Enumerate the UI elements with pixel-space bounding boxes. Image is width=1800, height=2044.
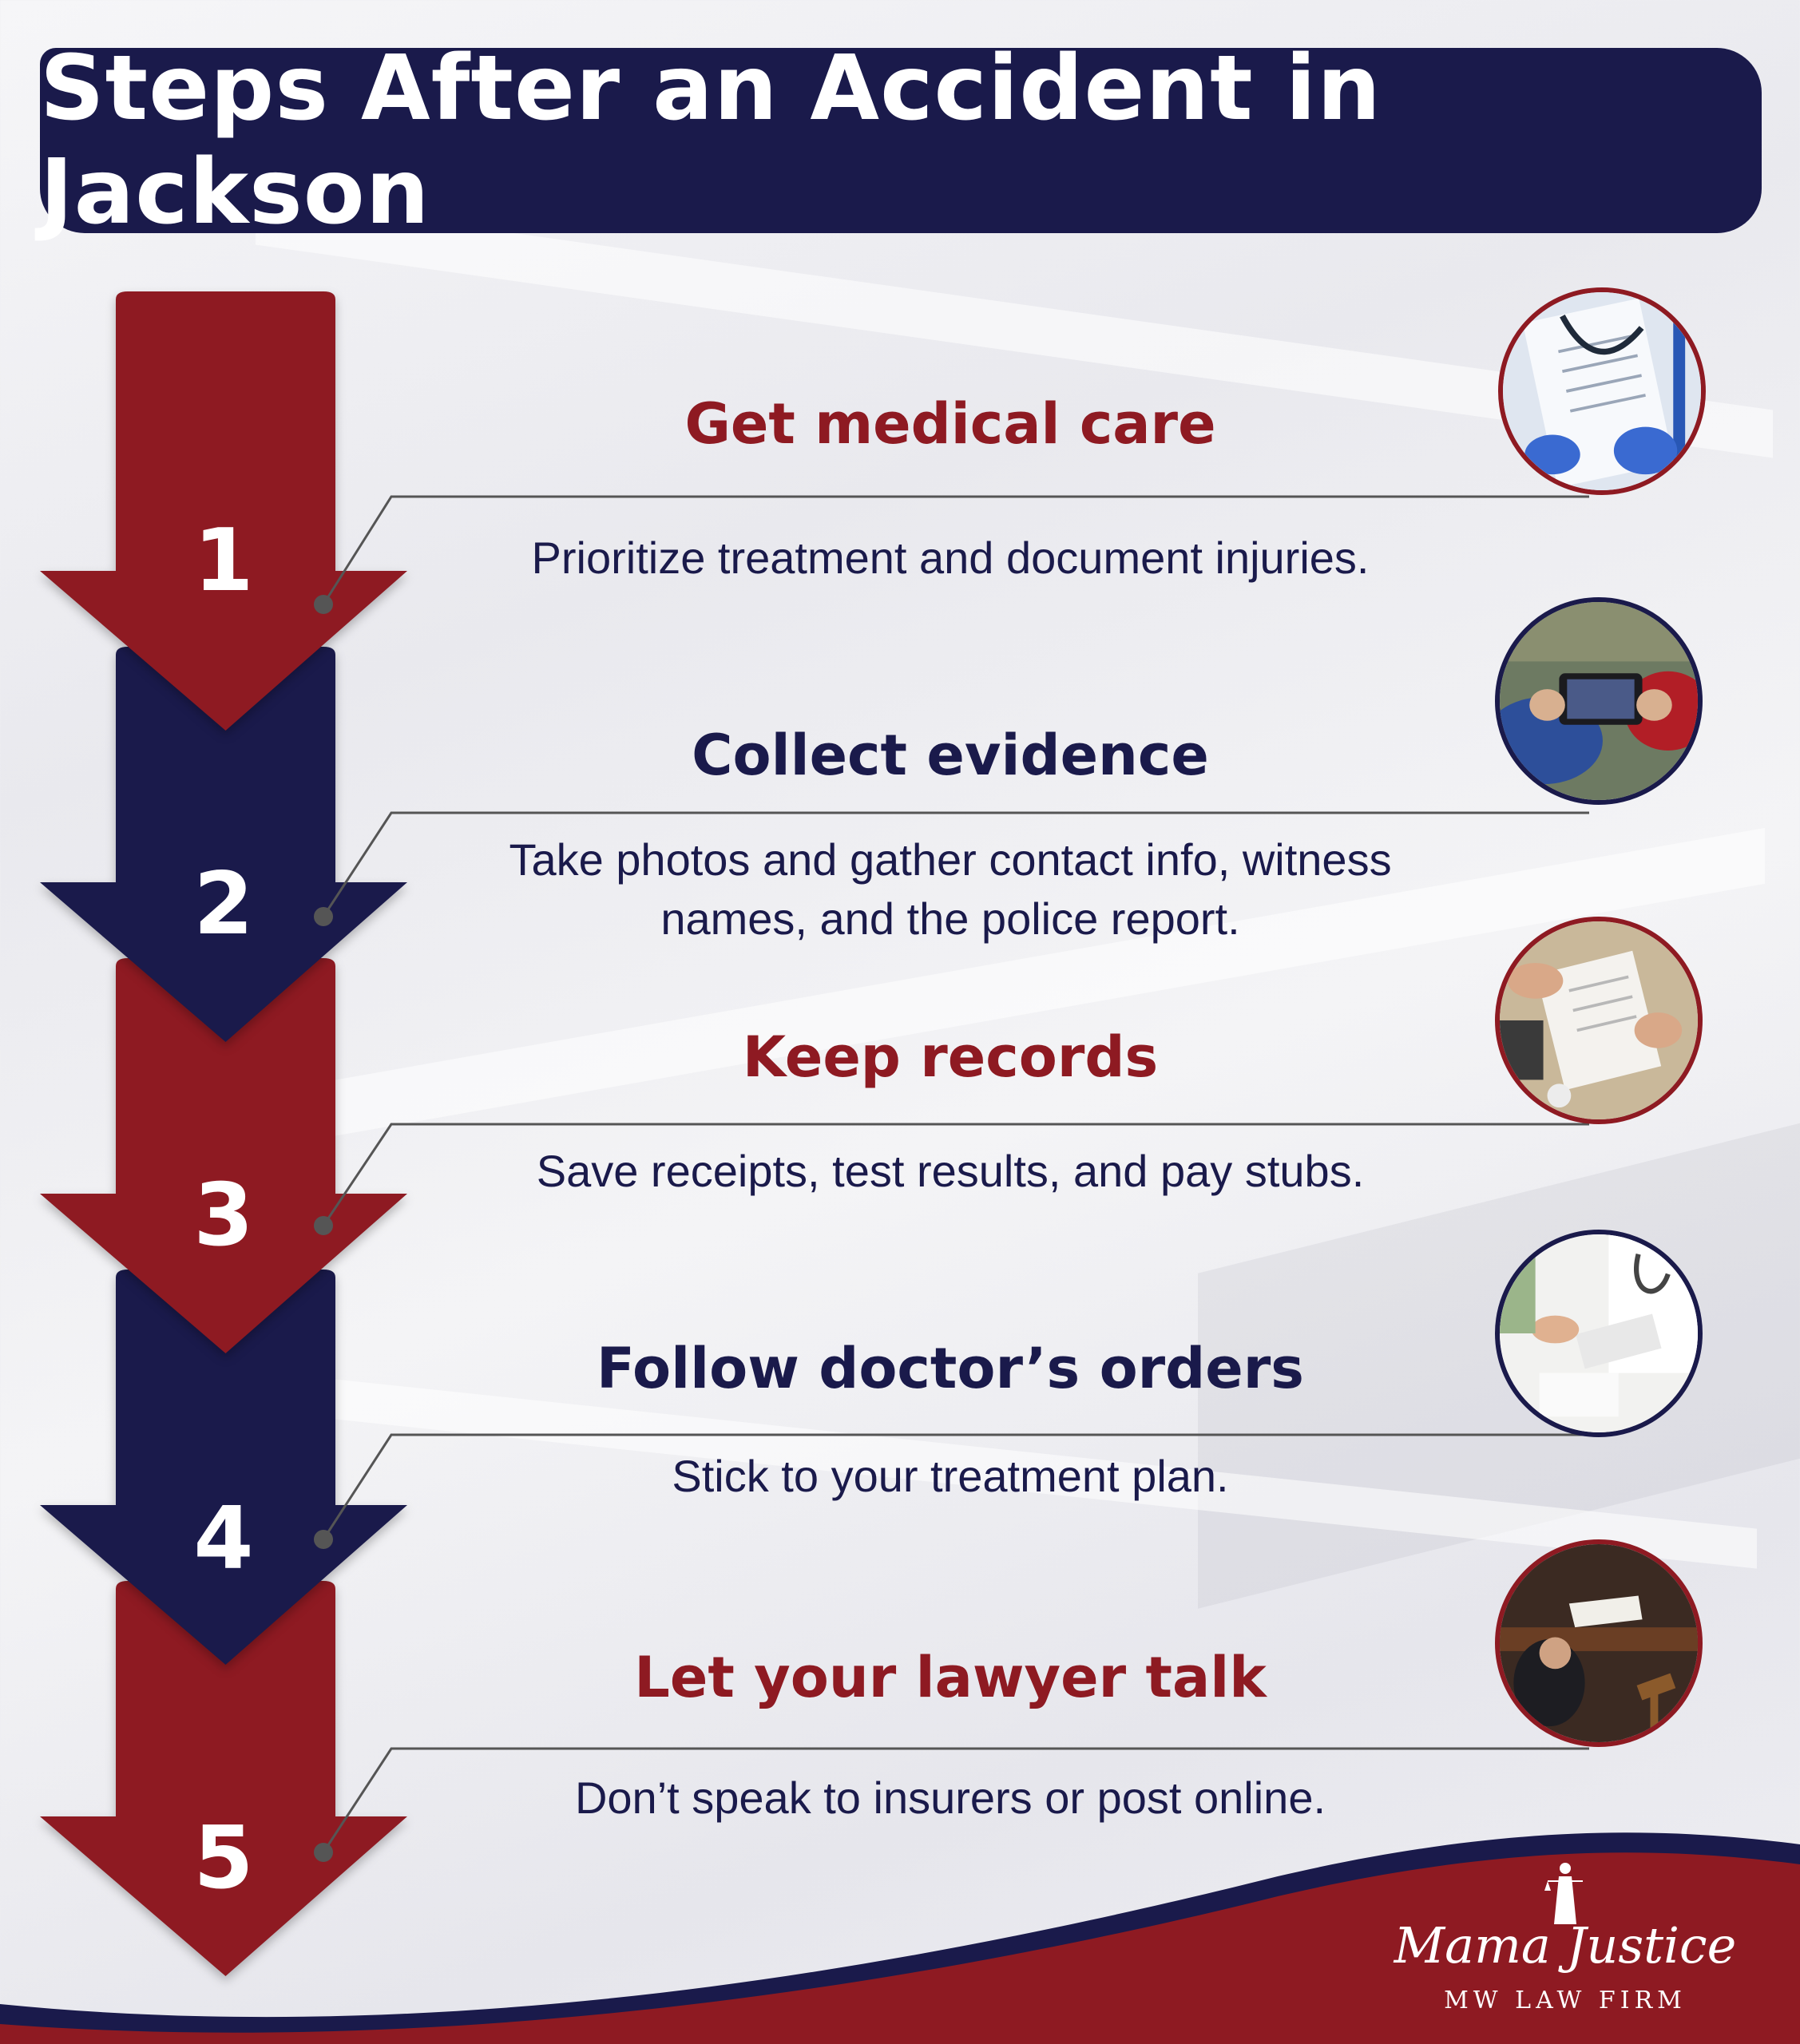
lady-justice-icon: [1544, 1863, 1583, 1924]
doctor-consultation-photo: [1495, 1230, 1703, 1437]
step-connector-2: [322, 811, 1589, 917]
title-banner: Steps After an Accident in Jackson: [40, 37, 1762, 244]
firm-logo: Mama Justice MW LAW FIRM: [1358, 1860, 1773, 2028]
step-number-2: 2: [193, 854, 254, 954]
step-heading-1: Get medical care: [684, 391, 1216, 457]
step-arrow-5: [40, 1581, 407, 1976]
step-connector-3: [322, 1123, 1589, 1226]
medical-clipboard-photo: [1498, 287, 1706, 495]
step-heading-2: Collect evidence: [692, 723, 1209, 788]
step-connector-dot-3: [314, 1216, 333, 1235]
step-connector-4: [322, 1433, 1589, 1540]
step-description-2: Take photos and gather contact info, wit…: [509, 834, 1392, 944]
step-description-1: Prioritize treatment and document injuri…: [531, 533, 1370, 583]
step-connector-dot-5: [314, 1843, 333, 1862]
step-connector-1: [322, 495, 1589, 605]
step-number-3: 3: [193, 1166, 254, 1266]
step-arrow-3: [40, 958, 407, 1353]
courtroom-lawyer-photo: [1495, 1539, 1703, 1747]
step-heading-3: Keep records: [742, 1024, 1159, 1090]
step-arrow-1: [40, 291, 407, 731]
phone-photographing-crash-photo: [1495, 597, 1703, 805]
step-number-1: 1: [193, 511, 254, 611]
step-number-4: 4: [193, 1489, 254, 1589]
step-description-4: Stick to your treatment plan.: [672, 1451, 1229, 1501]
step-description-3: Save receipts, test results, and pay stu…: [536, 1146, 1365, 1196]
footer-wave: [0, 1832, 1800, 2044]
step-connector-dot-4: [314, 1530, 333, 1549]
step-connector-dot-2: [314, 907, 333, 926]
step-arrow-4: [40, 1270, 407, 1665]
step-number-5: 5: [193, 1808, 254, 1908]
step-heading-4: Follow doctor’s orders: [597, 1336, 1304, 1401]
step-connector-dot-1: [314, 595, 333, 614]
logo-subtitle: MW LAW FIRM: [1444, 1987, 1687, 2014]
page-title: Steps After an Accident in Jackson: [40, 37, 1382, 244]
step-heading-5: Let your lawyer talk: [634, 1645, 1267, 1710]
step-connector-5: [322, 1747, 1589, 1853]
step-description-5: Don’t speak to insurers or post online.: [574, 1773, 1326, 1823]
step-arrow-2: [40, 647, 407, 1042]
paperwork-records-photo: [1495, 917, 1703, 1124]
logo-name: Mama Justice: [1394, 1916, 1737, 1975]
